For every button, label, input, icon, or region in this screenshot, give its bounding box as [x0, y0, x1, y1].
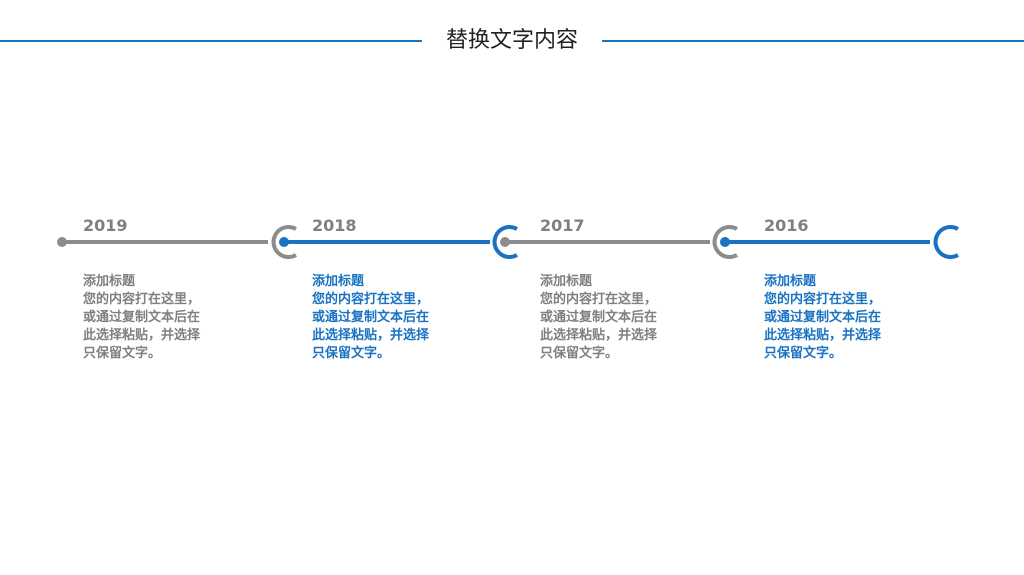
- milestone-year: 2016: [764, 216, 809, 235]
- title-rule-right: [602, 40, 1024, 42]
- milestone-text-line: 或通过复制文本后在: [83, 310, 201, 325]
- milestone-heading: 添加标题: [540, 274, 593, 289]
- milestone-text-line: 您的内容打在这里，: [540, 292, 658, 307]
- timeline-ring-3: [712, 225, 738, 259]
- timeline-ring-2: [492, 225, 518, 259]
- milestone-heading: 添加标题: [83, 274, 136, 289]
- milestone-description: 添加标题 您的内容打在这里， 或通过复制文本后在 此选择粘贴，并选择 只保留文字…: [540, 273, 690, 363]
- milestone-year: 2019: [83, 216, 128, 235]
- timeline-node-2016: [720, 237, 730, 247]
- milestone-text-line: 您的内容打在这里，: [83, 292, 201, 307]
- timeline-node-2017: [500, 237, 510, 247]
- milestone-heading: 添加标题: [312, 274, 365, 289]
- timeline-start-dot: [57, 237, 67, 247]
- milestone-description: 添加标题 您的内容打在这里， 或通过复制文本后在 此选择粘贴，并选择 只保留文字…: [83, 273, 233, 363]
- milestone-text-line: 或通过复制文本后在: [764, 310, 882, 325]
- milestone-text-line: 只保留文字。: [764, 346, 843, 361]
- milestone-year: 2017: [540, 216, 585, 235]
- milestone-description: 添加标题 您的内容打在这里， 或通过复制文本后在 此选择粘贴，并选择 只保留文字…: [312, 273, 462, 363]
- milestone-text-line: 只保留文字。: [83, 346, 162, 361]
- milestone-text-line: 您的内容打在这里，: [764, 292, 882, 307]
- milestone-text-line: 或通过复制文本后在: [312, 310, 430, 325]
- timeline-ring-end: [933, 225, 959, 259]
- milestone-year: 2018: [312, 216, 357, 235]
- milestone-text-line: 此选择粘贴，并选择: [83, 328, 201, 343]
- milestone-text-line: 此选择粘贴，并选择: [540, 328, 658, 343]
- milestone-text-line: 此选择粘贴，并选择: [312, 328, 430, 343]
- milestone-text-line: 或通过复制文本后在: [540, 310, 658, 325]
- milestone-text-line: 只保留文字。: [312, 346, 391, 361]
- milestone-text-line: 只保留文字。: [540, 346, 619, 361]
- milestone-description: 添加标题 您的内容打在这里， 或通过复制文本后在 此选择粘贴，并选择 只保留文字…: [764, 273, 914, 363]
- timeline-node-2018: [279, 237, 289, 247]
- title-rule-left: [0, 40, 422, 42]
- milestone-text-line: 您的内容打在这里，: [312, 292, 430, 307]
- timeline-ring-1: [271, 225, 297, 259]
- milestone-text-line: 此选择粘贴，并选择: [764, 328, 882, 343]
- slide-title: 替换文字内容: [445, 28, 578, 53]
- timeline-graphic: [57, 225, 959, 259]
- milestone-heading: 添加标题: [764, 274, 817, 289]
